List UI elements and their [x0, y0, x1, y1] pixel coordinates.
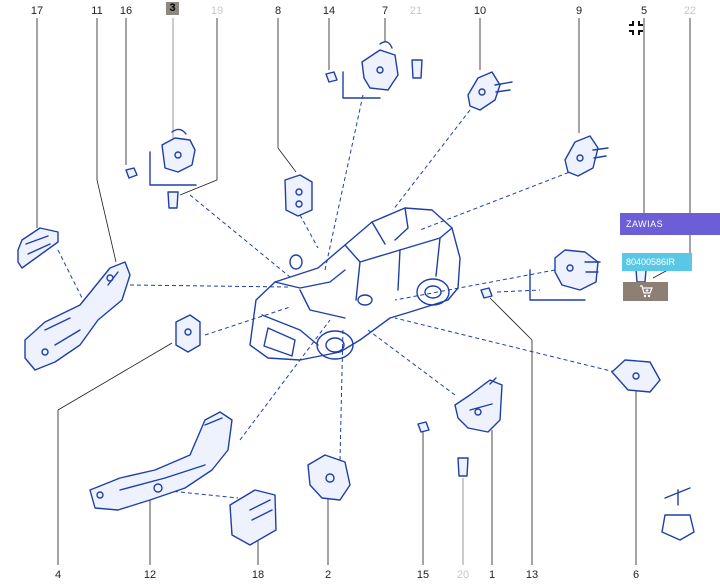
callout-14[interactable]: 14	[322, 5, 336, 17]
callout-18[interactable]: 18	[251, 569, 265, 581]
callout-10[interactable]: 10	[473, 5, 487, 17]
callout-19[interactable]: 19	[210, 5, 224, 17]
selected-part-name: ZAWIAS	[620, 213, 720, 235]
part-13-nut	[480, 287, 493, 299]
part-5-hinge	[529, 249, 601, 301]
part-21-bolt	[411, 59, 423, 79]
part-19-bolt	[167, 191, 179, 209]
part-15-nut	[417, 421, 430, 433]
callout-leader-lines-bottom	[57, 297, 637, 565]
part-1-hinge	[454, 377, 503, 433]
selected-part-reference[interactable]: 80400586IR	[622, 253, 692, 271]
callout-13[interactable]: 13	[525, 569, 539, 581]
callout-2[interactable]: 2	[324, 569, 332, 581]
part-3-hinge	[149, 128, 197, 186]
callout-6[interactable]: 6	[632, 569, 640, 581]
part-17-bracket	[17, 227, 59, 269]
add-to-cart-icon	[639, 285, 653, 298]
part-4-bracket	[175, 314, 201, 353]
callout-15[interactable]: 15	[416, 569, 430, 581]
callout-22[interactable]: 22	[683, 5, 697, 17]
collapse-arrows-icon[interactable]	[627, 19, 645, 37]
part-6-hinge	[611, 359, 661, 393]
part-2-hinge	[307, 454, 351, 501]
part-18-block	[229, 489, 277, 546]
callout-4[interactable]: 4	[54, 569, 62, 581]
callout-20[interactable]: 20	[456, 569, 470, 581]
part-7-hinge	[342, 41, 399, 99]
torque-symbol	[661, 487, 695, 541]
callout-11[interactable]: 11	[91, 5, 103, 17]
part-22-bolt	[635, 269, 647, 283]
vehicle-outline	[249, 207, 461, 361]
callout-8[interactable]: 8	[274, 5, 282, 17]
add-to-cart-button[interactable]	[623, 282, 668, 301]
callout-17[interactable]: 17	[30, 5, 44, 17]
part-20-bolt	[457, 457, 469, 477]
callout-21[interactable]: 21	[409, 5, 423, 17]
part-10-hinge	[467, 71, 513, 111]
part-12-hinge-arm	[89, 411, 233, 511]
callout-7[interactable]: 7	[381, 5, 389, 17]
callout-3-selected[interactable]: 3	[166, 2, 179, 15]
callout-1[interactable]: 1	[488, 569, 496, 581]
part-11-hinge-plate	[24, 261, 131, 371]
part-16-nut	[125, 167, 138, 179]
part-14-nut	[325, 71, 338, 83]
part-8-bracket	[284, 174, 313, 217]
part-9-hinge	[564, 135, 609, 177]
part-to-car-leaders	[57, 94, 616, 499]
callout-16[interactable]: 16	[119, 5, 133, 17]
callout-12[interactable]: 12	[143, 569, 157, 581]
callout-5[interactable]: 5	[640, 5, 648, 17]
callout-9[interactable]: 9	[575, 5, 583, 17]
